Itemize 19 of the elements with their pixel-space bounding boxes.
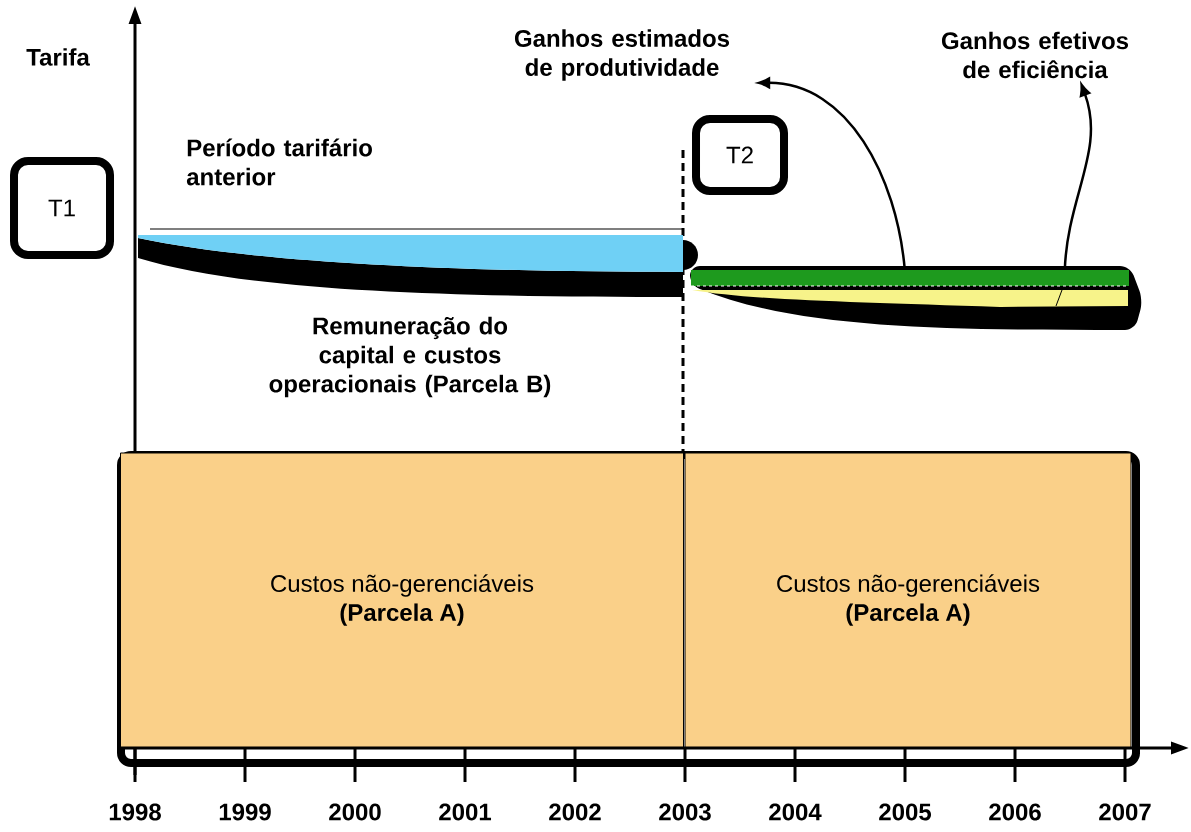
year-label: 2000 — [329, 803, 381, 821]
callout-text: Ganhos efetivos de eficiência — [941, 31, 1129, 79]
callout-text: Ganhos estimados de produtividade — [514, 29, 730, 81]
annotation-text: Período tarifário anterior — [186, 138, 372, 186]
year-label: 2006 — [989, 803, 1041, 821]
cost-box: Custos não-gerenciáveis (Parcela A) — [684, 452, 1132, 748]
year-label: 2004 — [769, 803, 822, 821]
year-label: 2001 — [439, 803, 491, 821]
annotation-text: Remuneração do capital e custos operacionais (Parcela B) — [269, 316, 551, 398]
axis-title: Tarifa — [26, 48, 90, 66]
year-label: 2007 — [1099, 803, 1151, 821]
year-label: 2002 — [549, 803, 601, 821]
tariff-box: T1 — [10, 157, 114, 259]
year-label: 2003 — [659, 803, 711, 821]
cost-box: Custos não-gerenciáveis (Parcela A) — [120, 452, 684, 748]
year-label: 1998 — [109, 803, 161, 821]
tariff-box: T2 — [692, 115, 788, 195]
year-label: 1999 — [219, 803, 271, 821]
year-label: 2005 — [879, 803, 931, 821]
